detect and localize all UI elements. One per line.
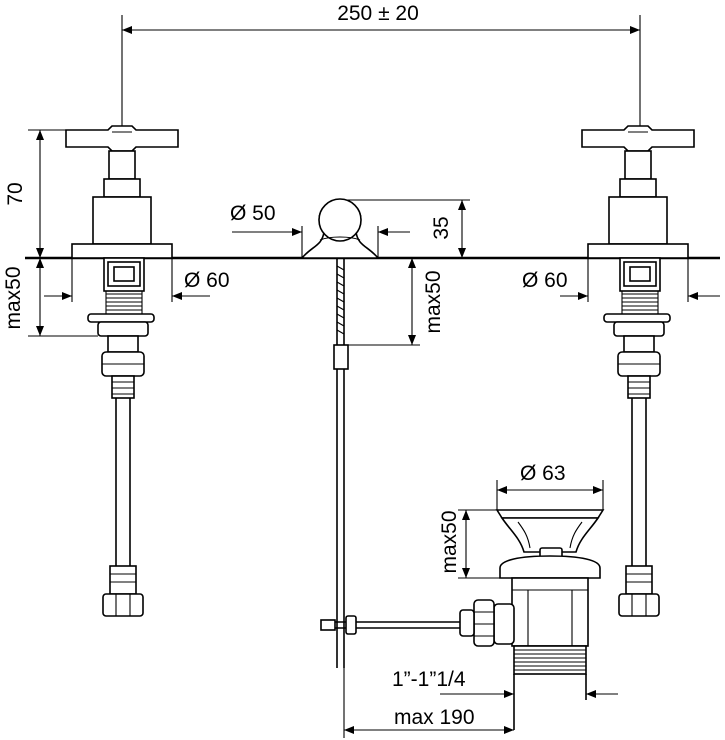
spacing-label: 250 ± 20 [337, 2, 419, 25]
thread-label: 1”-1”1/4 [392, 668, 466, 691]
pop-up-knob [300, 198, 380, 259]
thread-dimension: 1”-1”1/4 [392, 668, 618, 698]
left-diameter-label: Ø 60 [184, 269, 230, 292]
spout-diameter-label: Ø 50 [230, 202, 276, 225]
below-deck-center-label: max50 [422, 270, 445, 333]
spacing-dimension: 250 ± 20 [121, 2, 641, 140]
spout-diameter-dimension: Ø 50 [230, 202, 410, 258]
pop-up-rod [320, 258, 460, 668]
waste-depth-dimension: max50 [438, 509, 500, 579]
below-deck-center-dimension: max50 [348, 258, 445, 346]
left-diameter-dimension: Ø 60 [44, 258, 230, 302]
pop-up-waste [459, 509, 605, 730]
waste-diameter-dimension: Ø 63 [496, 462, 604, 510]
max-reach-dimension: max 190 [343, 668, 514, 738]
spout-height-label: 35 [430, 216, 453, 239]
spout-height-dimension: 35 [345, 199, 470, 258]
right-diameter-dimension: Ø 60 [522, 258, 720, 302]
max-reach-label: max 190 [394, 706, 475, 729]
waste-diameter-label: Ø 63 [520, 462, 566, 485]
right-diameter-label: Ø 60 [522, 269, 568, 292]
left-tap [65, 125, 179, 617]
handle-height-dimension: 70 [4, 129, 70, 258]
below-deck-left-label: max50 [2, 266, 25, 329]
waste-depth-label: max50 [438, 510, 461, 573]
right-tap [581, 125, 695, 617]
below-deck-left-dimension: max50 [2, 258, 98, 337]
handle-height-label: 70 [4, 182, 27, 205]
